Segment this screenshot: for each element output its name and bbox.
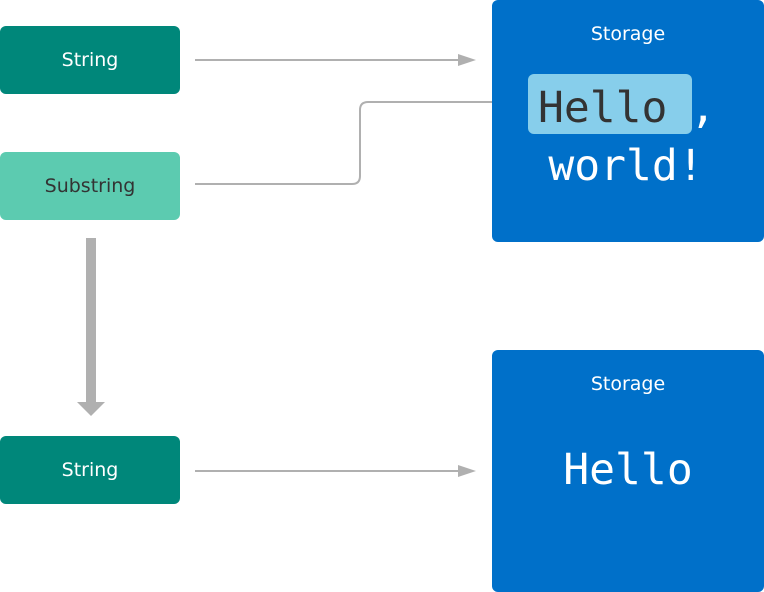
substring-label: Substring [45, 175, 136, 197]
string-node-bottom: String [0, 436, 180, 504]
highlighted-text: Hello [538, 83, 667, 133]
arrow-substring-to-string [77, 238, 105, 416]
world-text: world! [548, 141, 703, 191]
string-label: String [62, 49, 119, 71]
storage-title: Storage [591, 23, 665, 45]
comma-text: , [690, 83, 716, 133]
storage-top: Storage Hello , world! [492, 0, 764, 242]
string-node-top: String [0, 26, 180, 94]
storage-bottom: Storage Hello [492, 350, 764, 592]
arrow-string-to-storage [195, 54, 476, 66]
arrow-string-to-storage-bottom [195, 465, 476, 477]
storage-title: Storage [591, 373, 665, 395]
substring-highlight [528, 74, 692, 134]
string-label: String [62, 459, 119, 481]
hello-text: Hello [563, 445, 692, 495]
substring-node: Substring [0, 152, 180, 220]
arrow-substring-to-hello [195, 96, 514, 185]
